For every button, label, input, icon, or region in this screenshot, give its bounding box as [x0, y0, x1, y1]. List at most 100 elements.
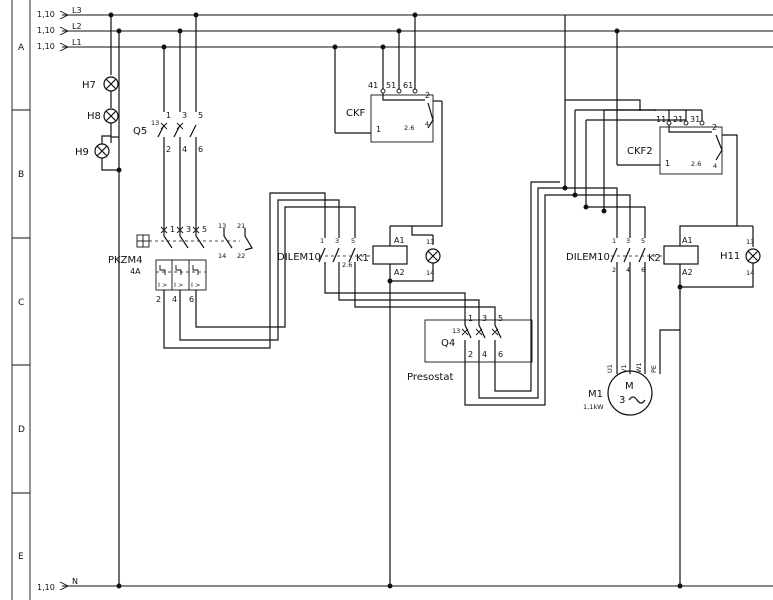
q4-aux-13: 13	[452, 327, 460, 335]
lamp-h9-label: H9	[75, 147, 89, 158]
k2-term-6: 6	[641, 266, 645, 274]
pkzm4-aux-22: 22	[237, 252, 245, 260]
q4-term-2: 2	[468, 350, 473, 359]
ckf-term-1: 1	[376, 125, 381, 134]
pkzm4-term-3: 3	[186, 225, 191, 234]
pkzm4-term-6: 6	[189, 295, 194, 304]
q5-term-1: 1	[166, 111, 171, 120]
motor-symbol: M	[625, 381, 634, 392]
k1-aux-14: 14	[426, 269, 434, 277]
k2-coil	[663, 245, 699, 265]
pkzm4-trip-3: I >	[191, 281, 200, 289]
pkzm4-term-2: 2	[156, 295, 161, 304]
q5-term-2: 2	[166, 145, 171, 154]
k1-type-label: DILEM10	[277, 252, 321, 263]
wiring-pkzm4-k1	[163, 192, 356, 349]
supply-rails: 1,10 L3 1,10 L2 1,10 L1 1,10 N	[37, 6, 773, 592]
ckf2-term-11: 11	[656, 115, 666, 124]
k2-coil-a2: A2	[682, 268, 693, 277]
ckf-term-2: 2	[425, 91, 430, 100]
ckf2-term-4: 4	[713, 162, 717, 170]
rail-l1-ref: 1,10	[37, 42, 55, 51]
q5-term-6: 6	[198, 145, 203, 154]
pkzm4-aux-21: 21	[237, 222, 245, 230]
q4-term-4: 4	[482, 350, 487, 359]
k1-term-1: 1	[320, 237, 324, 245]
h11-term-14: 14	[746, 269, 754, 277]
q5-term-4: 4	[182, 145, 187, 154]
ckf-label: CKF	[346, 108, 366, 119]
ckf2-term-1: 1	[665, 159, 670, 168]
pkzm4-term-5: 5	[202, 225, 207, 234]
zone-e-label: E	[18, 552, 24, 562]
k1-coil-a1: A1	[394, 236, 405, 245]
motor-label: M1	[588, 389, 603, 400]
motor-m1: M 3 M1 1,1kW	[583, 370, 653, 416]
q4-term-5: 5	[498, 314, 503, 323]
k1-label: K1	[356, 253, 369, 264]
rail-l2-label: L2	[72, 22, 82, 31]
ckf2-label: CKF2	[627, 146, 653, 157]
zone-b-label: B	[18, 170, 24, 180]
k2-term-2: 2	[612, 266, 616, 274]
q4-term-3: 3	[482, 314, 487, 323]
rail-n-label: N	[72, 577, 78, 586]
ckf-term-4: 4	[425, 120, 429, 128]
k2-term-5: 5	[641, 237, 645, 245]
ckf2-term-31: 31	[690, 115, 700, 124]
rail-n-ref: 1,10	[37, 583, 55, 592]
pkzm4-trip-2: I >	[174, 281, 183, 289]
relay-ckf2: CKF2 11 21 31 2 1 2.6 4	[604, 28, 738, 175]
ckf-term-41: 41	[368, 81, 378, 90]
k2-coil-a1: A1	[682, 236, 693, 245]
pkzm4-rating: 4A	[130, 267, 141, 276]
k1-coil-a2: A2	[394, 268, 405, 277]
lamp-h11-label: H11	[720, 251, 740, 262]
zone-c-label: C	[18, 298, 24, 308]
pressostat-q4: 1 3 5 2 4 6 13 Q4 Presostat	[407, 181, 575, 406]
k1-aux-13: 13	[426, 238, 434, 246]
k1-term-3: 3	[335, 237, 339, 245]
q5-term-5: 5	[198, 111, 203, 120]
q5-term-3: 3	[182, 111, 187, 120]
k2-term-4: 4	[626, 266, 630, 274]
ckf2-ratio: 2.6	[691, 160, 701, 168]
q4-term-1: 1	[468, 314, 473, 323]
contactor-k2: 1 3 5 2 4 6 DILEM10 K2 A1 A2 H11 13 14 U…	[562, 15, 761, 589]
ckf-term-51: 51	[386, 81, 396, 90]
breaker-pkzm4: 1 3 5 PKZM4 4A I > I > I > 2 4 6 13 14 2…	[108, 222, 253, 304]
zone-a-label: A	[18, 43, 25, 53]
motor-term-u1: U1	[606, 364, 614, 373]
k2-type-label: DILEM10	[566, 252, 610, 263]
motor-term-pe: PE	[650, 365, 658, 373]
pkzm4-label: PKZM4	[108, 255, 142, 266]
ckf2-term-21: 21	[673, 115, 683, 124]
presostat-label: Presostat	[407, 372, 453, 383]
zone-d-label: D	[18, 425, 25, 435]
q5-aux-13: 13	[151, 119, 159, 127]
k1-term-5: 5	[351, 237, 355, 245]
motor-term-v1: V1	[620, 364, 628, 373]
pkzm4-term-1: 1	[170, 225, 175, 234]
lamp-h7-label: H7	[82, 80, 96, 91]
rail-l3-ref: 1,10	[37, 10, 55, 19]
k2-label: K2	[648, 253, 661, 264]
rail-l2-ref: 1,10	[37, 26, 55, 35]
q4-label: Q4	[441, 338, 455, 349]
motor-term-w1: W1	[635, 362, 643, 373]
pkzm4-term-4: 4	[172, 295, 177, 304]
h11-term-13: 13	[746, 238, 754, 246]
q4-term-6: 6	[498, 350, 503, 359]
signal-lamps-h7-h9: H7 H8 H9	[75, 12, 122, 589]
k1-ratio: 2.6	[342, 261, 352, 269]
pkzm4-aux-14: 14	[218, 252, 226, 260]
k2-term-3: 3	[626, 237, 630, 245]
motor-power: 1,1kW	[583, 403, 604, 411]
motor-phase: 3	[619, 395, 625, 406]
switch-q5: 1 3 5 2 4 6 Q5 13	[133, 12, 203, 228]
ckf-ratio: 2.6	[404, 124, 414, 132]
lamp-h8-label: H8	[87, 111, 101, 122]
zone-border: A B C D E	[11, 0, 31, 600]
relay-ckf: CKF 41 51 61 2 1 2.6 4	[332, 12, 442, 143]
